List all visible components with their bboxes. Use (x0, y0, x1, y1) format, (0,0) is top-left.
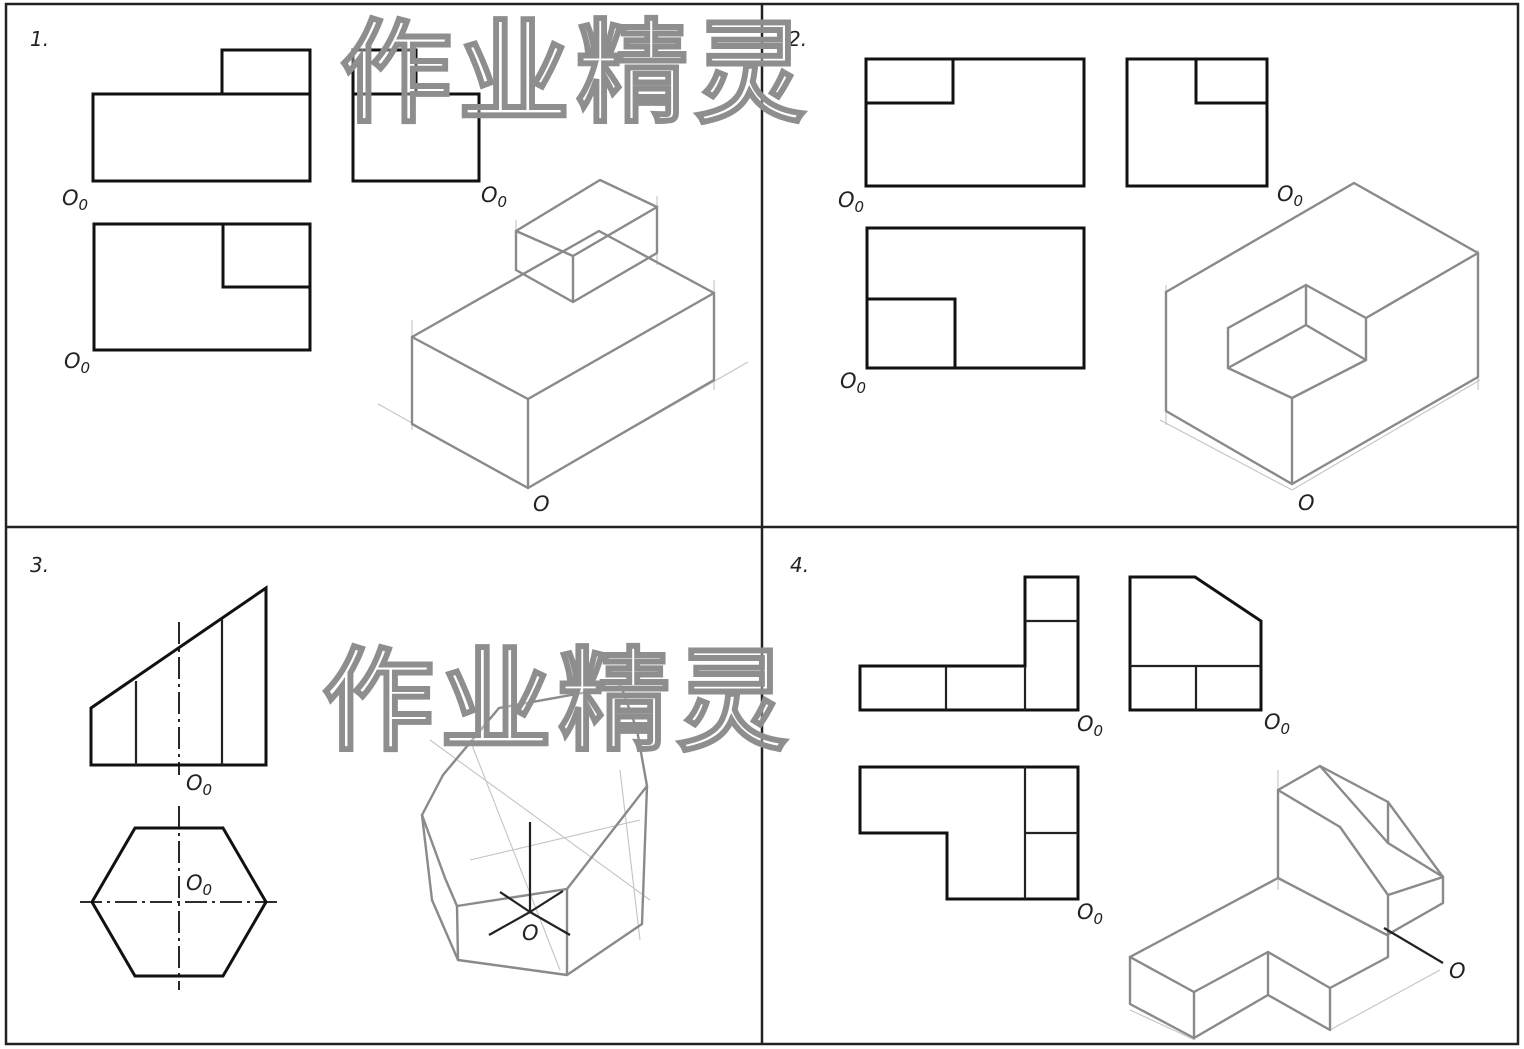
front-view (89, 585, 268, 775)
origin-label: O0 (1264, 710, 1290, 738)
axonometric-origin-label: O (533, 492, 550, 516)
problem-number: 4. (790, 553, 809, 577)
axonometric-origin-label: O (1298, 491, 1315, 515)
origin-label: O0 (64, 349, 90, 377)
side-view (1125, 57, 1269, 188)
top-view (858, 765, 1080, 901)
origin-label: O0 (838, 188, 864, 216)
problem-number: 3. (30, 553, 49, 577)
side-view (351, 48, 481, 183)
problem-2: 2. O0 O0 O0 (788, 27, 1481, 515)
front-view (864, 57, 1086, 188)
top-view (865, 226, 1086, 370)
problem-number: 2. (788, 27, 807, 51)
axonometric-sketch (1128, 764, 1445, 1041)
problem-3: 3. O0 O0 (30, 553, 651, 990)
sheet-frame (4, 2, 1520, 1046)
origin-label: O0 (186, 871, 212, 899)
origin-label: O0 (840, 369, 866, 397)
origin-label: O0 (481, 183, 507, 211)
origin-label: O0 (1277, 182, 1303, 210)
axonometric-sketch (420, 684, 651, 977)
problem-4: 4. O0 O0 O0 (790, 553, 1466, 1041)
origin-label: O0 (1077, 900, 1103, 928)
problem-number: 1. (30, 27, 49, 51)
problem-1: 1. O0 O0 O0 (30, 27, 749, 516)
top-view (80, 806, 278, 990)
watermark: 作业精灵 (322, 637, 794, 767)
axonometric-sketch (1159, 181, 1481, 491)
top-view (92, 222, 312, 352)
origin-label: O0 (186, 771, 212, 799)
watermark: 作业精灵 (340, 9, 812, 139)
axonometric-origin-label: O (1449, 959, 1466, 983)
front-view (858, 575, 1080, 712)
origin-label: O0 (1077, 712, 1103, 740)
axonometric-origin-label: O (522, 921, 539, 945)
origin-label: O0 (62, 186, 88, 214)
axonometric-sketch (377, 178, 749, 490)
side-view (1128, 575, 1263, 712)
front-view (91, 48, 312, 183)
